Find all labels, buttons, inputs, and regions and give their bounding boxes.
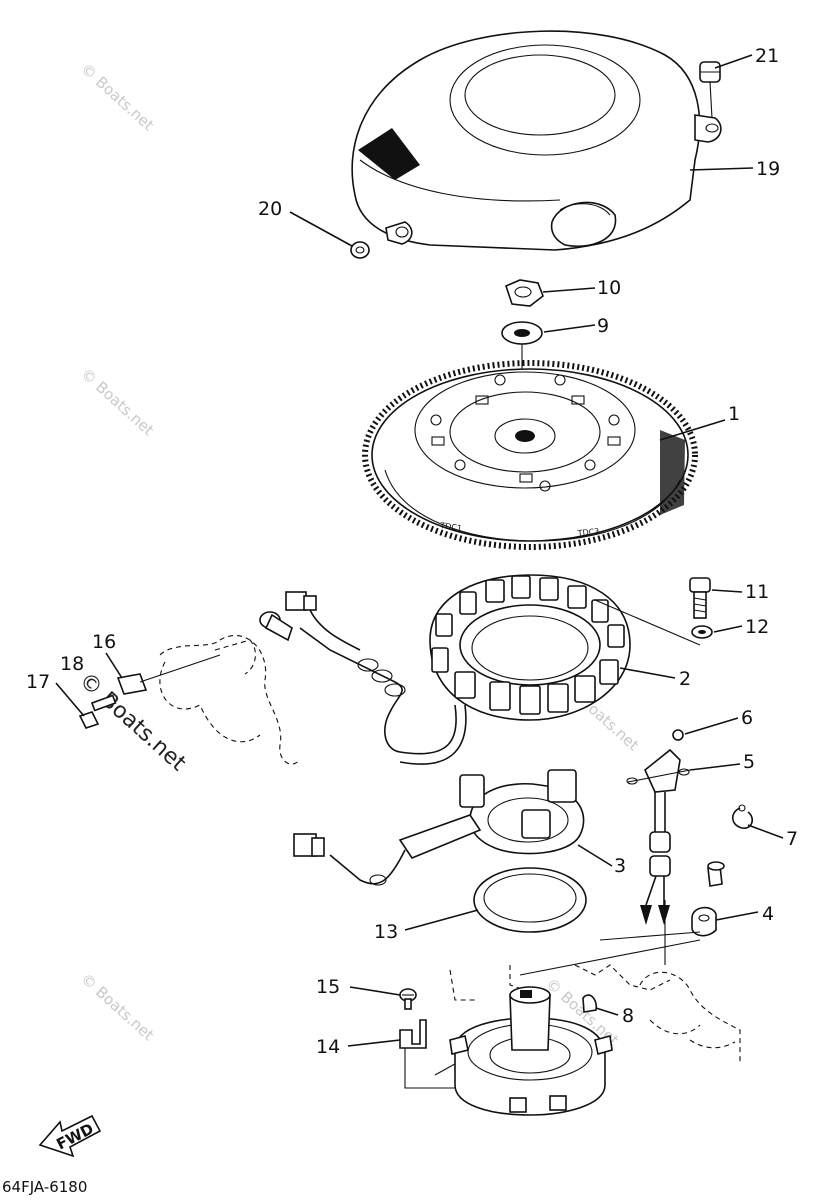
callout-12: 12	[745, 616, 769, 638]
callout-16: 16	[92, 631, 116, 653]
callout-19: 19	[756, 158, 780, 180]
watermark-text: © Boats.net	[77, 60, 157, 135]
callout-10: 10	[597, 277, 621, 299]
bolt-17	[78, 694, 117, 729]
ring-13	[473, 867, 587, 933]
callout-14: 14	[316, 1036, 340, 1058]
flywheel-cover	[351, 30, 722, 251]
callout-21: 21	[755, 45, 779, 67]
callout-9: 9	[597, 315, 609, 337]
watermark-text: © Boats.net	[77, 365, 157, 440]
callout-3: 3	[614, 855, 626, 877]
bracket-16	[116, 654, 221, 695]
nut-10	[505, 279, 544, 307]
callout-15: 15	[316, 976, 340, 998]
svg-text:TDC3: TDC3	[576, 527, 600, 538]
grommet-20	[350, 241, 370, 259]
diagram-code: 64FJA-6180	[2, 1178, 87, 1196]
stator-harness	[259, 591, 467, 765]
callout-8: 8	[622, 1005, 634, 1027]
callout-18: 18	[60, 653, 84, 675]
callout-1: 1	[728, 403, 740, 425]
bolt-11	[689, 577, 711, 619]
watermark-text: © Boats.net	[77, 970, 157, 1045]
callout-17: 17	[26, 671, 50, 693]
flywheel: TDC1 TDC3	[362, 360, 698, 550]
engine-casting-phantom-left	[159, 634, 301, 765]
bracket-14	[399, 1019, 427, 1049]
clip-7	[731, 804, 754, 829]
callout-6: 6	[741, 707, 753, 729]
fwd-arrow: FWD	[38, 1114, 102, 1158]
clamp-4	[691, 861, 725, 937]
key-8	[582, 994, 598, 1013]
callout-20: 20	[258, 198, 282, 220]
leader-lines	[55, 54, 784, 1047]
callout-5: 5	[743, 751, 755, 773]
grommet-21	[699, 61, 721, 119]
starter-base-assembly	[449, 986, 613, 1116]
washer-9	[501, 321, 543, 345]
screw-6	[672, 729, 684, 741]
callout-13: 13	[374, 921, 398, 943]
rectifier-regulator	[626, 748, 691, 925]
callout-2: 2	[679, 668, 691, 690]
engine-casting-phantom-right	[639, 971, 741, 1065]
callout-11: 11	[745, 581, 769, 603]
svg-text:TDC1: TDC1	[439, 521, 463, 533]
callout-4: 4	[762, 903, 774, 925]
screw-15	[399, 988, 417, 1010]
callout-labels: 21 19 20 10 9 1 11 12 2 16 18 17 6 5 7 3…	[26, 45, 798, 1058]
pulser-coil	[293, 769, 585, 886]
callout-7: 7	[786, 828, 798, 850]
washer-12	[691, 625, 713, 639]
stator	[429, 574, 701, 721]
